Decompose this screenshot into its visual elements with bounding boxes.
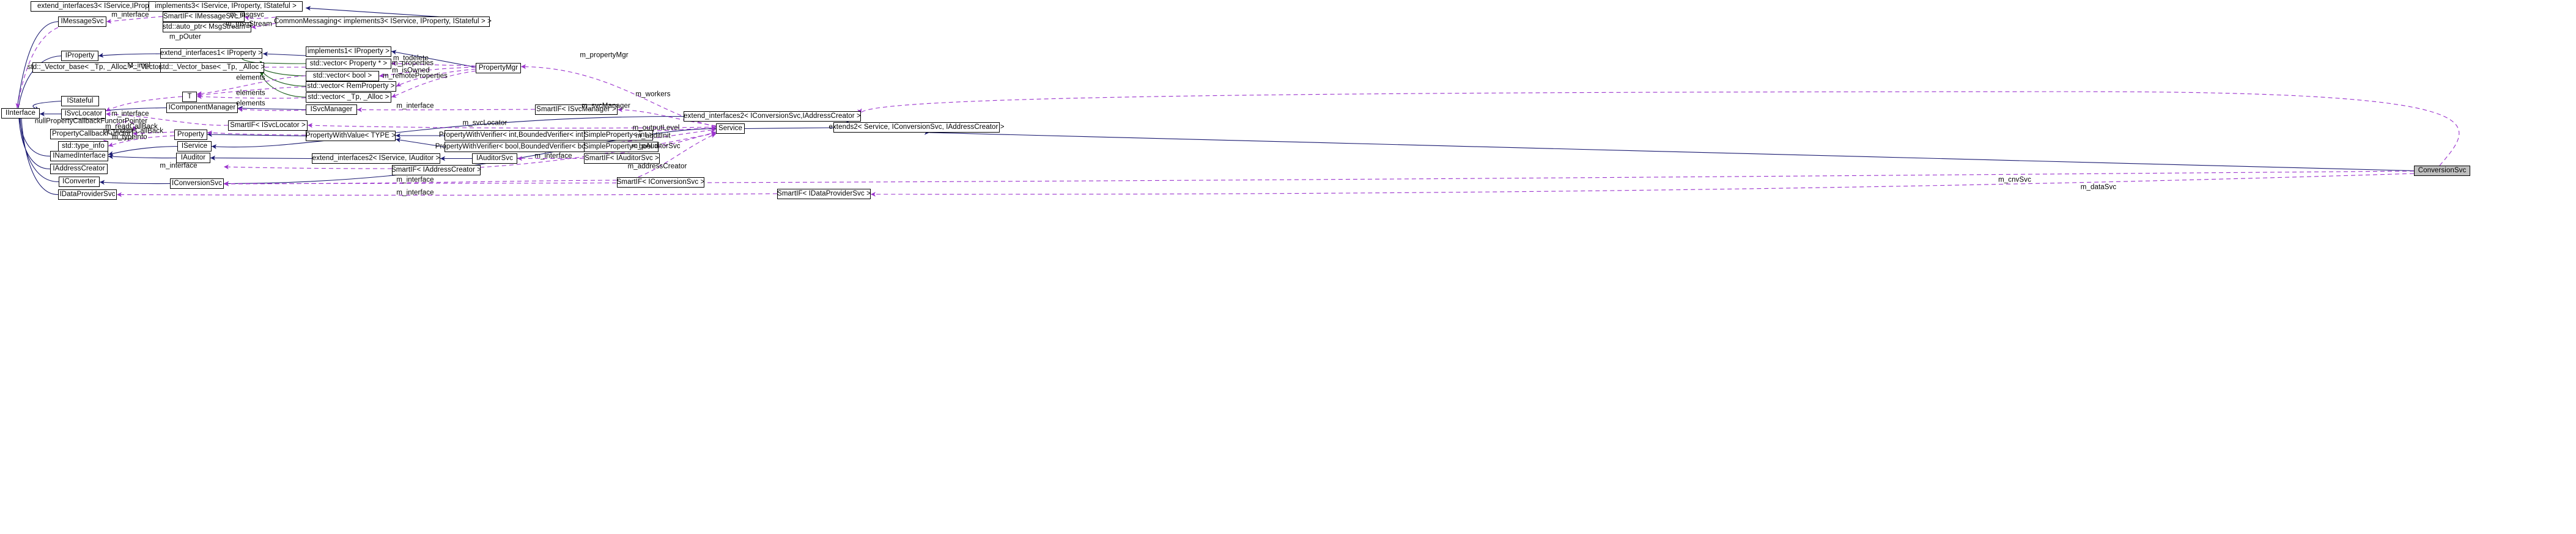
uml-class-node[interactable]: IComponentManager (166, 103, 238, 113)
uml-class-node[interactable]: IAuditor (176, 153, 210, 163)
uml-class-node[interactable]: IDataProviderSvc (58, 189, 117, 200)
uml-class-node[interactable]: IInterface (1, 108, 40, 119)
edge-label: m_pAuditorSvc (632, 142, 681, 150)
edge-label: m_interface (111, 11, 149, 19)
uml-class-node[interactable]: extends2< Service, IConversionSvc, IAddr… (829, 122, 1004, 133)
edge-label: m_interface (396, 102, 434, 110)
edge-label: m_propertyMgr (580, 51, 629, 59)
edge-label: m_cnvSvc (1998, 176, 2031, 184)
edge-label: m_interface (160, 162, 197, 170)
edge-label: m_outputLevel (632, 124, 680, 132)
uml-class-node[interactable]: IConverter (59, 177, 100, 187)
uml-class-node[interactable]: IConversionSvc (170, 178, 224, 189)
edge-label: m_msgStream (226, 20, 272, 28)
uml-class-node[interactable]: PropertyWithVerifier< int,BoundedVerifie… (439, 130, 596, 141)
uml-class-node[interactable]: extend_interfaces2< IService, IAuditor > (312, 153, 440, 164)
uml-class-node[interactable]: SmartIF< ISvcLocator > (228, 120, 308, 131)
uml-class-node[interactable]: implements3< IService, IProperty, IState… (149, 1, 303, 12)
uml-class-node[interactable]: SmartIF< ISvcManager > (535, 104, 618, 115)
edge-label: m_interface (534, 152, 572, 160)
uml-class-node[interactable]: SimpleProperty< bool > (584, 142, 659, 152)
edge-label: m_svcManager (581, 102, 630, 110)
edge-label: elements (236, 74, 265, 82)
uml-class-node[interactable]: ISvcLocator (61, 109, 106, 119)
uml-class-node[interactable]: INamedInterface (50, 151, 108, 161)
uml-class-node[interactable]: IService (177, 141, 212, 152)
uml-class-node[interactable]: implements1< IProperty > (306, 46, 391, 57)
edge-label: elements (236, 100, 265, 108)
uml-class-node[interactable]: PropertyWithValue< TYPE > (306, 131, 396, 141)
uml-class-node[interactable]: IAddressCreator (50, 164, 108, 174)
edge-label: m_properties (391, 59, 434, 67)
uml-class-node[interactable]: Service (716, 123, 745, 134)
uml-class-node[interactable]: extend_interfaces1< IProperty > (160, 48, 262, 59)
uml-class-node[interactable]: IAuditorSvc (472, 153, 517, 164)
uml-class-node[interactable]: T (182, 92, 197, 102)
edge-label: elements (236, 89, 265, 97)
uml-class-node[interactable]: PropertyMgr (476, 63, 521, 73)
edge-label: m_isOwned (392, 67, 430, 75)
uml-class-node[interactable]: SmartIF< IDataProviderSvc > (777, 189, 871, 199)
uml-class-node[interactable]: ISvcManager (306, 104, 357, 115)
edge-label: m_addressCreator (627, 163, 687, 170)
uml-class-node[interactable]: std::vector< bool > (306, 71, 379, 81)
edge-label: m_pOuter (169, 33, 201, 41)
edge-label: _M_impl (123, 62, 151, 70)
edge-label: nullPropertyCallbackFunctorPointer (34, 117, 148, 125)
edge-label: m_auditInit (635, 132, 671, 140)
edge-label: m_interface (396, 189, 434, 197)
edge-label: m_typeinfo (112, 133, 147, 141)
edge-label: m_todelete (393, 54, 429, 62)
uml-class-node[interactable]: IProperty (61, 51, 98, 61)
edge-label: m_svcLocator (462, 119, 507, 127)
edge-label: m_workers (635, 90, 671, 98)
uml-class-node[interactable]: CommonMessaging< implements3< IService, … (274, 16, 492, 27)
uml-class-node[interactable]: Property (174, 130, 207, 140)
uml-class-node[interactable]: SmartIF< IMessageSvc > (163, 12, 245, 22)
uml-class-node[interactable]: std::type_info (58, 141, 108, 152)
edge-label: m_updateCallBack (103, 127, 164, 135)
uml-class-node[interactable]: std::vector< Property * > (306, 59, 391, 69)
uml-class-node[interactable]: PropertyWithVerifier< bool,BoundedVerifi… (435, 142, 603, 152)
edge-label: m_dataSvc (2080, 183, 2117, 191)
edge-label: m_interface (111, 110, 149, 118)
uml-class-node[interactable]: std::_Vector_base< _Tp, _Alloc > (160, 62, 265, 73)
edge-label: m_remoteProperties (383, 72, 448, 80)
uml-class-node[interactable]: std::auto_ptr< MsgStream > (163, 22, 251, 32)
edge-label: m_readCallBack (105, 123, 158, 131)
uml-class-node[interactable]: std::_Vector_base< _Tp, _Alloc >::_Vecto… (28, 62, 178, 73)
uml-class-node[interactable]: SmartIF< IAuditorSvc > (584, 153, 660, 164)
uml-class-node[interactable]: SmartIF< IConversionSvc > (617, 177, 704, 188)
uml-class-node[interactable]: IMessageSvc (58, 16, 106, 27)
uml-class-node[interactable]: extend_interfaces2< IConversionSvc,IAddr… (684, 111, 861, 122)
edge-label: m_msgsvc (230, 11, 264, 19)
edge-label: m_interface (396, 176, 434, 184)
uml-class-node[interactable]: std::vector< _Tp, _Alloc > (306, 92, 391, 103)
uml-class-node[interactable]: IStateful (61, 96, 99, 106)
uml-class-node[interactable]: std::vector< RemProperty > (306, 81, 396, 92)
uml-class-node[interactable]: SmartIF< IAddressCreator > (391, 165, 481, 175)
uml-class-node[interactable]: SimpleProperty< int > (584, 130, 653, 141)
uml-class-node[interactable]: ConversionSvc (2414, 166, 2470, 176)
uml-class-node[interactable]: PropertyCallbackFunctor (50, 129, 133, 139)
